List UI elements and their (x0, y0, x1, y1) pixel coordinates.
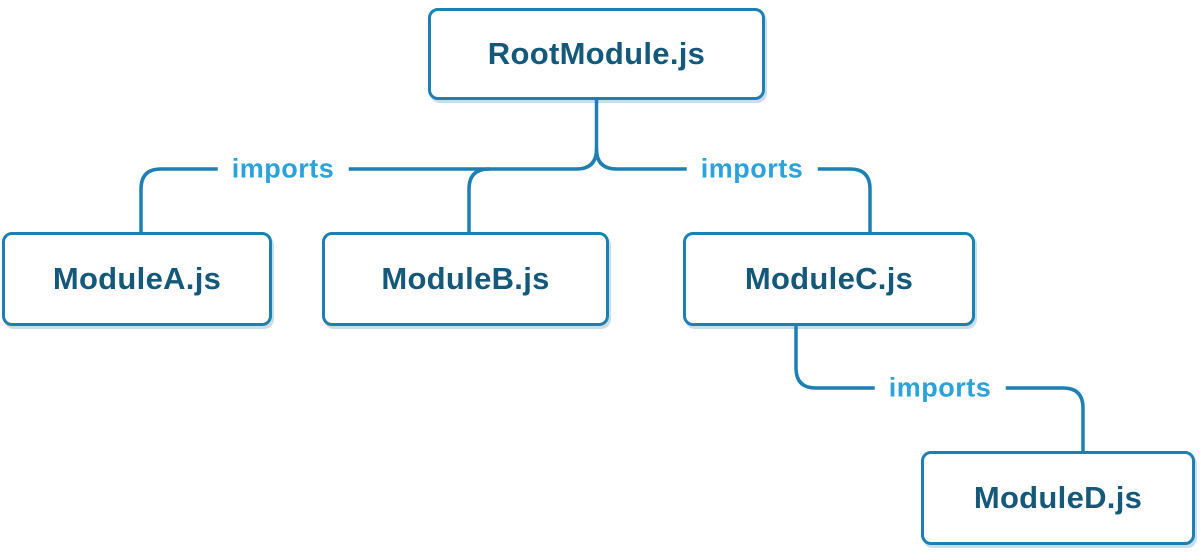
node-moduleB-label: ModuleB.js (381, 261, 550, 296)
node-moduleA-label: ModuleA.js (52, 261, 222, 296)
node-moduleB: ModuleB.js (322, 232, 609, 326)
edge-root-to-moduleC (594, 147, 872, 234)
edge-root-to-moduleB (467, 167, 491, 234)
node-moduleD-label: ModuleD.js (973, 480, 1143, 515)
node-moduleC: ModuleC.js (683, 232, 975, 326)
edge-root-to-moduleA (139, 98, 599, 234)
node-moduleD: ModuleD.js (921, 451, 1195, 545)
node-rootmodule: RootModule.js (428, 8, 765, 100)
node-moduleA: ModuleA.js (2, 232, 272, 326)
edge-label-imports-moduleC: imports (686, 155, 818, 183)
node-moduleC-label: ModuleC.js (744, 261, 914, 296)
edge-label-imports-moduleD: imports (874, 374, 1006, 402)
node-rootmodule-label: RootModule.js (487, 36, 706, 71)
edge-label-imports-moduleA: imports (217, 155, 349, 183)
